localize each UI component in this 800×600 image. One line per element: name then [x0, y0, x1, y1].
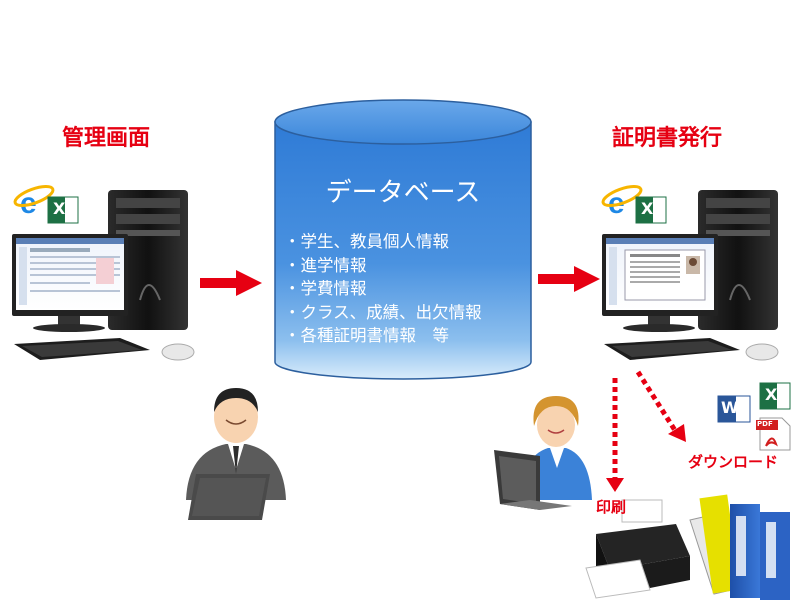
database-item: ・進学情報	[284, 255, 367, 275]
arrow-db-to-right	[538, 266, 600, 292]
dotted-arrow-download	[635, 370, 686, 442]
ie-browser-icon-right: e	[601, 185, 643, 220]
pdf-icon	[756, 417, 791, 451]
excel-letter: X	[53, 199, 66, 218]
database-cylinder	[274, 99, 532, 380]
download-label: ダウンロード	[688, 453, 779, 471]
pdf-letter: PDF	[757, 420, 773, 428]
arrow-left-to-db	[200, 270, 262, 296]
admin-operator-person	[186, 388, 286, 520]
admin-computer	[12, 190, 195, 361]
printer-icon	[585, 499, 690, 599]
certificate-issue-title: 証明書発行	[612, 126, 723, 151]
word-icon	[717, 395, 751, 423]
word-letter: W	[721, 398, 739, 417]
dotted-arrow-print	[606, 378, 624, 492]
ie-browser-icon: e	[13, 185, 55, 220]
issue-computer	[602, 190, 779, 361]
database-item: ・学生、教員個人情報	[284, 232, 449, 251]
issuer-operator-person	[494, 396, 592, 510]
database-item: ・学費情報	[284, 279, 367, 298]
database-item: ・クラス、成績、出欠情報	[284, 302, 482, 322]
database-title: データベース	[325, 178, 481, 208]
database-item: ・各種証明書情報 等	[284, 326, 449, 345]
excel-letter-right: X	[641, 199, 654, 218]
print-label: 印刷	[596, 498, 627, 516]
database-item-list: ・学生、教員個人情報 ・進学情報 ・学費情報 ・クラス、成績、出欠情報 ・各種証…	[284, 230, 482, 348]
excel-letter-download: X	[765, 385, 778, 404]
excel-icon	[47, 196, 79, 224]
excel-icon-right	[635, 196, 667, 224]
binders-icon	[689, 494, 790, 600]
excel-icon-download	[759, 382, 791, 410]
admin-screen-title: 管理画面	[62, 126, 151, 151]
